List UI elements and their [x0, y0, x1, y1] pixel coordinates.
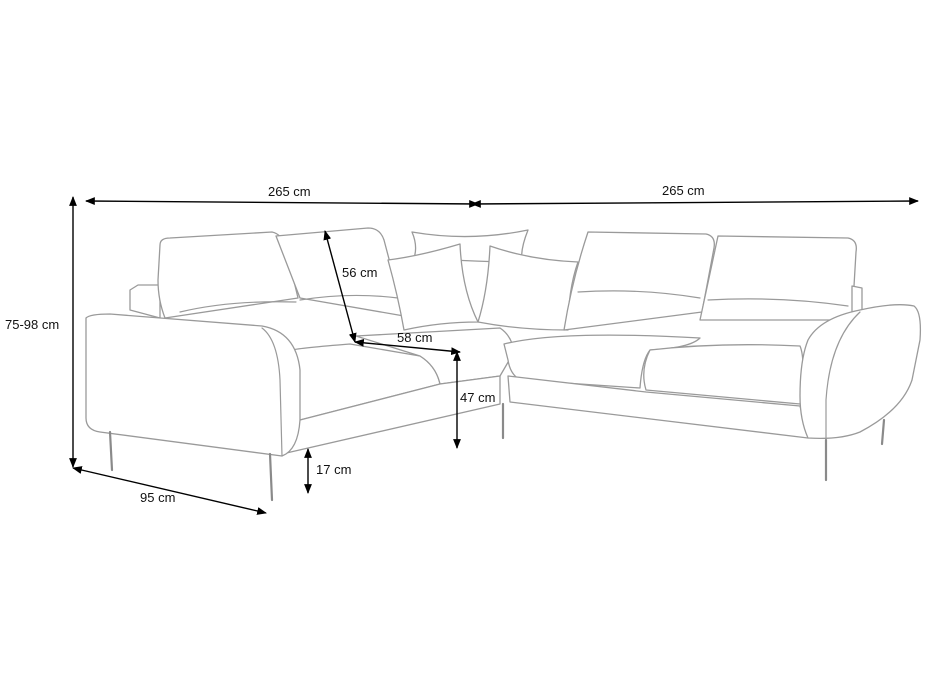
- backrest-dim-line: [323, 230, 357, 343]
- right-back-cushion-outer: [699, 235, 857, 321]
- left-armrest: [85, 313, 301, 457]
- leg-left-front: [108, 430, 114, 472]
- seat-height-label: 47 cm: [460, 390, 496, 405]
- left-back-cushion-inner: [275, 227, 405, 317]
- left-back-frame: [129, 284, 161, 319]
- height-label: 75-98 cm: [5, 317, 60, 332]
- right-armrest: [799, 304, 922, 440]
- width-left-dim-line: [85, 197, 479, 208]
- seat-depth-dim-line: [354, 338, 461, 356]
- right-back-cushion-inner: [563, 231, 715, 331]
- dimension-lines: [69, 196, 919, 515]
- backrest-height-label: 56 cm: [342, 265, 378, 280]
- left-back-cushion-outer: [157, 231, 299, 319]
- right-back-frame: [851, 285, 863, 313]
- corner-pillow-right: [477, 245, 579, 331]
- width-left-label: 265 cm: [268, 184, 311, 199]
- corner-sofa-drawing: [85, 227, 922, 502]
- leg-height-label: 17 cm: [316, 462, 352, 477]
- width-right-dim-line: [471, 197, 919, 208]
- leg-left-front-2: [268, 452, 274, 502]
- leg-right-back: [880, 418, 886, 446]
- depth-dim-line: [72, 466, 267, 515]
- seat-depth-label: 58 cm: [397, 330, 433, 345]
- depth-label: 95 cm: [140, 490, 176, 505]
- right-seat-cushion-2: [643, 344, 804, 405]
- width-right-label: 265 cm: [662, 183, 705, 198]
